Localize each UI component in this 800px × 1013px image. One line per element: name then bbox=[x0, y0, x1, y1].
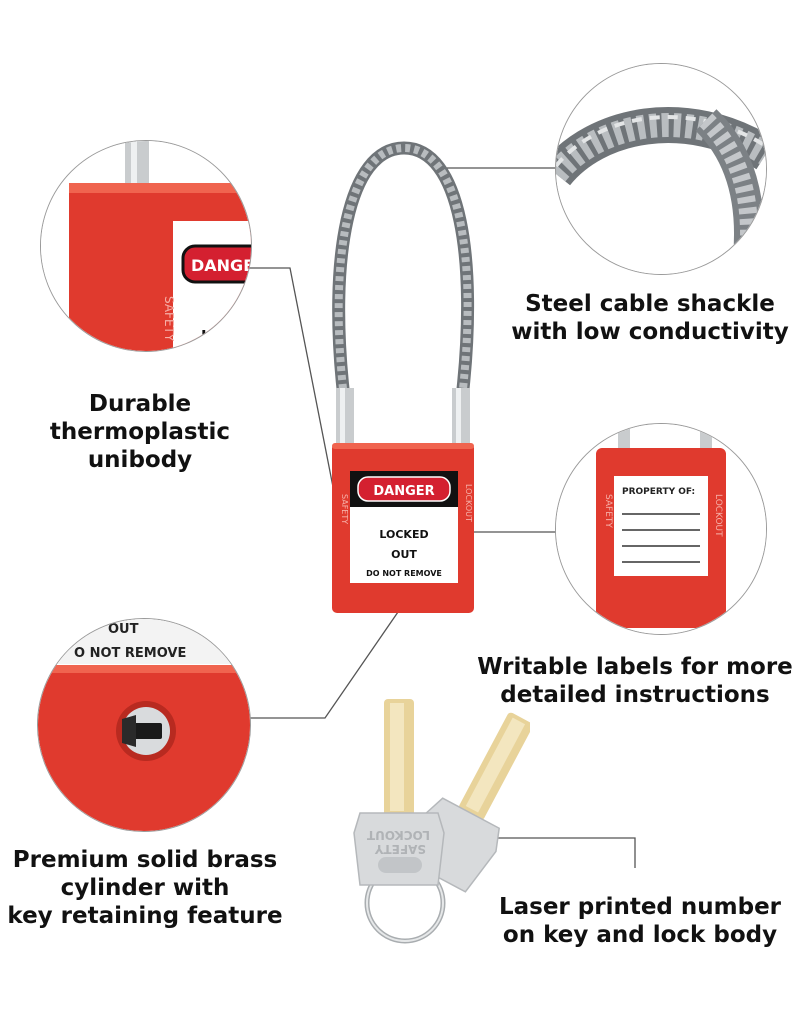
lock-do-not-remove-text: DO NOT REMOVE bbox=[366, 569, 442, 578]
zoom-label-property-text: PROPERTY OF: bbox=[622, 487, 695, 497]
caption-writable: Writable labels for more detailed instru… bbox=[470, 653, 800, 709]
zoom-body-locked-text: LOCKE bbox=[201, 327, 251, 345]
caption-laser-line-1: Laser printed number bbox=[498, 894, 782, 920]
caption-brass-line-3: key retaining feature bbox=[7, 903, 283, 929]
key-text-safety: SAFETY bbox=[374, 842, 426, 856]
zoom-label-illustration: PROPERTY OF: SAFETY LOCKOUT bbox=[556, 424, 766, 634]
lock-locked-text: LOCKED bbox=[379, 528, 428, 541]
caption-writable-line-2: detailed instructions bbox=[500, 682, 770, 708]
zoom-keyhole-top-text: OUT bbox=[108, 622, 139, 637]
caption-cable: Steel cable shackle with low conductivit… bbox=[500, 290, 800, 346]
zoom-body-illustration: DANGER LOCKE SAFETY bbox=[41, 141, 251, 351]
keys: LOCKOUT SAFETY bbox=[353, 699, 530, 944]
lock-side-left-text: SAFETY bbox=[340, 494, 349, 524]
caption-laser: Laser printed number on key and lock bod… bbox=[495, 893, 785, 949]
lock-danger-text: DANGER bbox=[373, 484, 434, 499]
lock-out-text: OUT bbox=[391, 548, 417, 561]
zoom-circle-label: PROPERTY OF: SAFETY LOCKOUT bbox=[555, 423, 767, 635]
caption-thermoplastic-line-3: unibody bbox=[87, 447, 193, 473]
caption-brass-line-2: cylinder with bbox=[60, 875, 230, 901]
leader-line-body bbox=[235, 267, 346, 549]
caption-thermoplastic-line-2: thermoplastic bbox=[49, 419, 231, 445]
lock-side-right-text: LOCKOUT bbox=[464, 484, 473, 522]
zoom-label-side-right: LOCKOUT bbox=[713, 494, 723, 537]
zoom-keyhole-remove-text: O NOT REMOVE bbox=[74, 646, 186, 661]
zoom-label-side-left: SAFETY bbox=[603, 494, 613, 528]
zoom-keyhole-illustration: OUT O NOT REMOVE bbox=[38, 619, 250, 831]
caption-brass: Premium solid brass cylinder with key re… bbox=[0, 846, 290, 930]
zoom-circle-body: DANGER LOCKE SAFETY bbox=[40, 140, 252, 352]
caption-thermoplastic: Durable thermoplastic unibody bbox=[40, 390, 240, 474]
zoom-circle-keyhole: OUT O NOT REMOVE bbox=[37, 618, 251, 832]
caption-laser-line-2: on key and lock body bbox=[502, 922, 778, 948]
key-left: LOCKOUT SAFETY bbox=[353, 699, 445, 886]
caption-writable-line-1: Writable labels for more bbox=[477, 654, 793, 680]
zoom-body-side-text: SAFETY bbox=[162, 296, 176, 342]
padlock: DANGER LOCKED OUT DO NOT REMOVE SAFETY L… bbox=[332, 141, 475, 613]
zoom-body-danger-text: DANGER bbox=[191, 256, 251, 275]
steel-cable-shackle bbox=[332, 141, 475, 399]
zoom-cable-illustration bbox=[556, 64, 766, 274]
caption-cable-line-2: with low conductivity bbox=[511, 319, 789, 345]
caption-brass-line-1: Premium solid brass bbox=[12, 847, 278, 873]
caption-cable-line-1: Steel cable shackle bbox=[525, 291, 775, 317]
zoom-circle-cable bbox=[555, 63, 767, 275]
caption-thermoplastic-line-1: Durable bbox=[88, 391, 192, 417]
key-text-lockout: LOCKOUT bbox=[366, 828, 430, 842]
leader-line-keys bbox=[470, 837, 636, 868]
